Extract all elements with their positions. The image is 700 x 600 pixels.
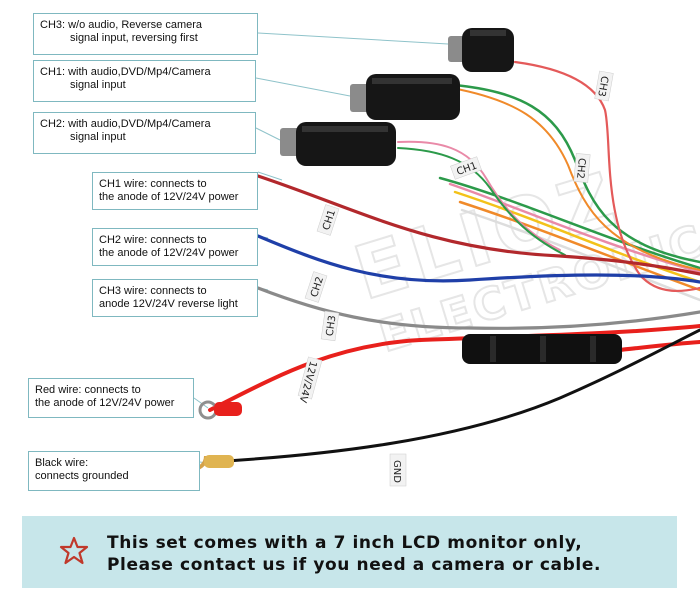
red-ring-terminal	[198, 400, 242, 420]
ch3-wire-line2: anode 12V/24V reverse light	[99, 298, 238, 310]
ch2-signal-orange	[451, 87, 700, 271]
black-wire-callout: Black wire: connects grounded	[28, 451, 200, 491]
notice-banner: This set comes with a 7 inch LCD monitor…	[22, 516, 677, 588]
ch1-input-callout: CH1: with audio,DVD/Mp4/Camera signal in…	[33, 60, 256, 102]
black-wire-line1: Black wire:	[35, 457, 89, 469]
ch2-input-callout: CH2: with audio,DVD/Mp4/Camera signal in…	[33, 112, 256, 154]
ch3-rca-connector	[448, 28, 514, 72]
black-ground-wire	[208, 328, 700, 464]
yellow-wire	[453, 190, 700, 284]
notice-line2: Please contact us if you need a camera o…	[107, 555, 602, 575]
ch3-input-line1: CH3: w/o audio, Reverse camera	[40, 19, 203, 31]
red-wire-line1: Red wire: connects to	[35, 384, 141, 396]
ch1-wire	[256, 174, 700, 276]
ch2-wire-line2: the anode of 12V/24V power	[99, 247, 239, 259]
ch3-connector-tag: CH3	[595, 75, 609, 97]
green-wire-a	[438, 176, 700, 270]
star-icon	[59, 536, 89, 565]
ch1-input-line2: signal input	[70, 79, 126, 91]
ch2-rca-connector	[280, 122, 396, 166]
notice-line1: This set comes with a 7 inch LCD monitor…	[107, 533, 583, 553]
pink-wire	[448, 182, 700, 274]
ch2-signal-green	[453, 83, 700, 264]
ch1-wire-callout: CH1 wire: connects to the anode of 12V/2…	[92, 172, 258, 210]
ch2-wire-callout: CH2 wire: connects to the anode of 12V/2…	[92, 228, 258, 266]
red-wire-callout: Red wire: connects to the anode of 12V/2…	[28, 378, 194, 418]
fuse-holder	[462, 334, 622, 364]
ch1-input-line1: CH1: with audio,DVD/Mp4/Camera	[40, 66, 211, 78]
white-wire	[460, 208, 700, 302]
gnd-wire-tag: GND	[391, 460, 402, 483]
ch2-wire-line1: CH2 wire: connects to	[99, 234, 207, 246]
ch1-wire-line1: CH1 wire: connects to	[99, 178, 207, 190]
ch3-wire-line1: CH3 wire: connects to	[99, 285, 207, 297]
ch2-wire	[256, 234, 700, 284]
ch3-input-callout: CH3: w/o audio, Reverse camera signal in…	[33, 13, 258, 55]
ch3-wire-tag: CH3	[325, 315, 339, 337]
ch3-wire	[256, 286, 700, 330]
main-wires	[208, 174, 700, 464]
ch1-wire-line2: the anode of 12V/24V power	[99, 191, 239, 203]
ch2-input-line1: CH2: with audio,DVD/Mp4/Camera	[40, 118, 211, 130]
black-wire-line2: connects grounded	[35, 470, 129, 482]
ch3-wire-callout: CH3 wire: connects to anode 12V/24V reve…	[92, 279, 258, 317]
ch2-input-line2: signal input	[70, 131, 126, 143]
ch1-signal-green	[397, 147, 566, 256]
ch1-rca-connector	[350, 74, 460, 120]
ch3-signal-red	[513, 60, 700, 293]
ch2-connector-tag: CH2	[574, 157, 587, 179]
red-power-wire	[208, 324, 700, 412]
ch3-input-line2: signal input, reversing first	[70, 32, 198, 44]
notice-text: This set comes with a 7 inch LCD monitor…	[107, 532, 601, 576]
ch1-signal-pink	[397, 140, 561, 251]
red-wire-line2: the anode of 12V/24V power	[35, 397, 175, 409]
